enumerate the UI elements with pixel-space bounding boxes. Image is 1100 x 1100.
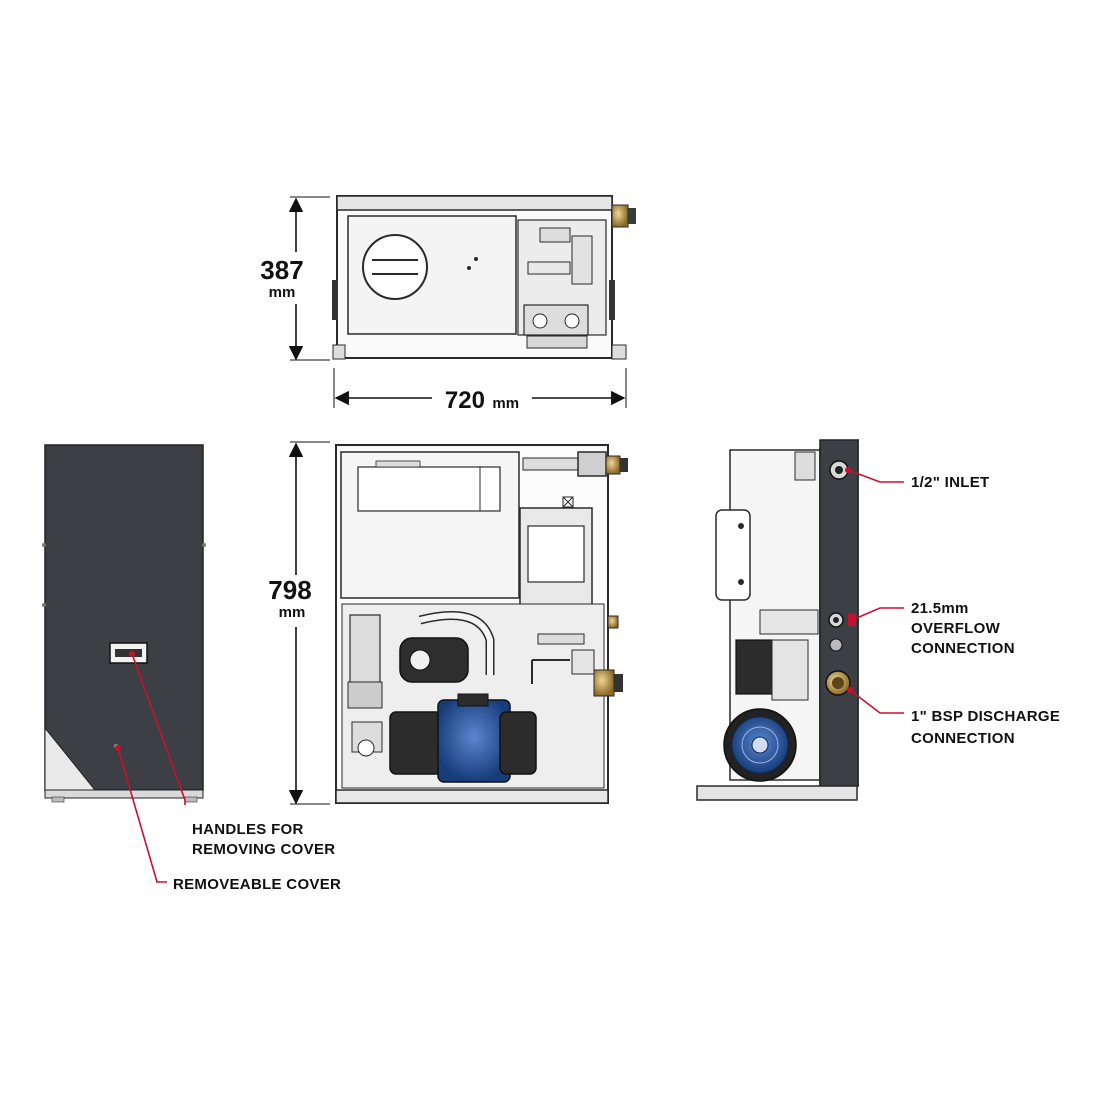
front-pump (389, 693, 537, 783)
top-view-rail (336, 195, 613, 211)
left-view-cover (42, 444, 206, 803)
side-control-box (715, 509, 751, 601)
depth-unit: mm (269, 284, 296, 301)
svg-text:720 mm: 720 mm (445, 387, 519, 414)
dimension-depth: 387 mm (255, 196, 330, 361)
pressure-switch (399, 637, 469, 683)
front-inlet-valve (577, 451, 607, 477)
side-view (696, 439, 859, 801)
height-unit: mm (279, 604, 306, 621)
dimension-width: 720 mm (333, 368, 627, 414)
top-view (332, 195, 636, 360)
callout-handles: HANDLES FOR REMOVING COVER (192, 821, 335, 858)
tank-lid-cap (362, 234, 428, 300)
callout-inlet: 1/2" INLET (911, 474, 989, 491)
width-value: 720 (445, 387, 485, 414)
depth-value: 387 (260, 255, 303, 285)
front-view (335, 444, 628, 804)
callout-discharge: 1" BSP DISCHARGE CONNECTION (911, 708, 1065, 747)
removeable-cover (44, 444, 204, 791)
callout-cover: REMOVEABLE COVER (173, 876, 341, 893)
height-value: 798 (268, 575, 311, 605)
callout-overflow: 21.5mm OVERFLOW CONNECTION (911, 600, 1015, 657)
dimension-height: 798 mm (260, 441, 330, 805)
top-view-fitting (611, 204, 629, 228)
width-unit: mm (492, 395, 519, 412)
callout-leaders (117, 469, 904, 883)
